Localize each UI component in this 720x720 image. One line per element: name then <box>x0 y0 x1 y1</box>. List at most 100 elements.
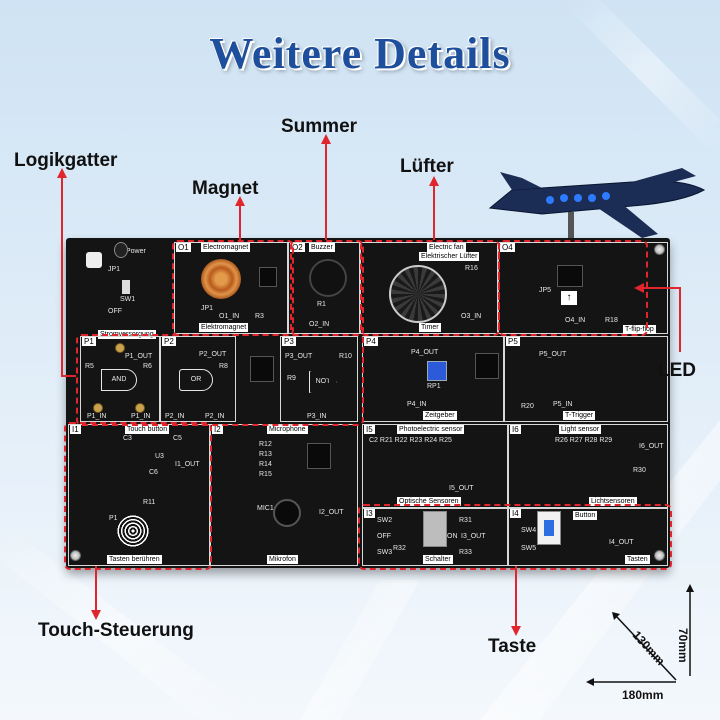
power-switch[interactable] <box>122 280 130 294</box>
callout-logikgatter: Logikgatter <box>14 150 118 171</box>
i6-res: R26 R27 R28 R29 <box>555 437 613 444</box>
or-gate-icon: OR <box>179 369 213 391</box>
callout-luefter: Lüfter <box>400 156 454 177</box>
module-o1-electromagnet: O1 Electromagnet JP1 O1_IN R3 Elektromag… <box>174 242 288 334</box>
i6-id: I6 <box>510 425 521 434</box>
p4-out: P4_OUT <box>411 349 439 356</box>
i3-r33: R33 <box>459 549 472 556</box>
p1-in-2: P1_IN <box>131 413 151 420</box>
i2-r13: R13 <box>259 451 272 458</box>
callout-box-touch <box>64 422 212 570</box>
module-p3-not: P3 P3_OUT R9 R10 NOT P3_IN <box>280 336 358 422</box>
o4-bottom-label: T-flip-flop <box>623 325 656 334</box>
module-o2-buzzer: O2 Buzzer R1 O2_IN <box>288 242 360 334</box>
p2-out: P2_OUT <box>199 351 227 358</box>
p4-chip <box>475 353 499 379</box>
i2-label: Microphone <box>267 425 308 434</box>
p4-id: P4 <box>364 337 378 346</box>
p2-id: P2 <box>162 337 176 346</box>
push-button[interactable] <box>537 511 561 545</box>
o1-id: O1 <box>176 243 191 252</box>
o1-bottom-label: Elektromagnet <box>199 323 249 332</box>
i2-chip <box>307 443 331 469</box>
p1-out: P1_OUT <box>125 353 153 360</box>
i4-sw5: SW5 <box>521 545 537 552</box>
i1-p1: P1 <box>109 515 118 522</box>
arrow-up-icon: ↑ <box>561 291 577 305</box>
microphone-icon <box>273 499 301 527</box>
i1-c5: C5 <box>173 435 182 442</box>
i2-r15: R15 <box>259 471 272 478</box>
i4-out: I4_OUT <box>609 539 634 546</box>
fingerprint-icon[interactable] <box>117 515 149 547</box>
module-p4-timer: P4 P4_OUT RP1 P4_IN Zeitgeber <box>362 336 504 422</box>
p1-out-pad[interactable] <box>115 343 125 353</box>
o3-in: O3_IN <box>461 313 482 320</box>
i2-out: I2_OUT <box>319 509 344 516</box>
i2-r12: R12 <box>259 441 272 448</box>
power-switch-label: SW1 <box>120 296 136 303</box>
i5-bottom-label: Optische Sensoren <box>397 497 461 506</box>
callout-magnet: Magnet <box>192 178 259 199</box>
o1-chip <box>259 267 277 287</box>
i4-label: Button <box>573 511 598 520</box>
o2-r1: R1 <box>317 301 326 308</box>
o1-r3: R3 <box>255 313 264 320</box>
p4-bottom-label: Zeitgeber <box>423 411 457 420</box>
o4-id: O4 <box>500 243 515 252</box>
i1-c6: C6 <box>149 469 158 476</box>
module-i2-mic: I2 Microphone R12 R13 R14 R15 MIC1 I2_OU… <box>210 424 358 566</box>
capacitor <box>114 242 128 258</box>
p3-id: P3 <box>282 337 296 346</box>
o1-in: O1_IN <box>219 313 240 320</box>
coil-icon <box>201 259 241 299</box>
i2-mic-label: MIC1 <box>257 505 274 512</box>
i3-off: OFF <box>377 533 391 540</box>
p2-in-2: P2_IN <box>205 413 225 420</box>
module-i3-switch: I3 SW2 R31 OFF ON I3_OUT R32 SW3 R33 Sch… <box>362 508 508 566</box>
i1-out: I1_OUT <box>175 461 200 468</box>
p1-in-1: P1_IN <box>87 413 107 420</box>
p5-r20: R20 <box>521 403 534 410</box>
p3-r9: R9 <box>287 375 296 382</box>
i6-label: Light sensor <box>559 425 602 434</box>
page-title: Weitere Details <box>209 29 511 78</box>
callout-touch: Touch-Steuerung <box>38 620 194 641</box>
p1-in-pad-2[interactable] <box>135 403 145 413</box>
i1-u3: U3 <box>155 453 164 460</box>
i3-r32: R32 <box>393 545 406 552</box>
p1-id: P1 <box>82 337 96 346</box>
o4-r18: R18 <box>605 317 618 324</box>
p4-rp: RP1 <box>427 383 441 390</box>
module-i5-photo: I5 Photoelectric sensor C2 R21 R22 R23 R… <box>362 424 508 508</box>
i6-bottom-label: Lichtsensoren <box>589 497 637 506</box>
i2-id: I2 <box>212 425 223 434</box>
dimension-width: 180mm <box>622 688 664 702</box>
i4-id: I4 <box>510 509 521 518</box>
slide-switch[interactable] <box>423 511 447 547</box>
i4-bottom-label: Tasten <box>625 555 650 564</box>
o2-in: O2_IN <box>309 321 330 328</box>
i5-out: I5_OUT <box>449 485 474 492</box>
o2-label: Buzzer <box>309 243 335 252</box>
i6-r30: R30 <box>633 467 646 474</box>
gate-ic-chip <box>250 356 274 382</box>
and-gate-icon: AND <box>101 369 137 391</box>
push-button-cap[interactable] <box>544 520 554 536</box>
callout-taste: Taste <box>488 636 537 657</box>
i3-out: I3_OUT <box>461 533 486 540</box>
p1-in-pad-1[interactable] <box>93 403 103 413</box>
power-off-label: OFF <box>108 308 122 315</box>
p3-r10: R10 <box>339 353 352 360</box>
module-p2-or: P2 P2_OUT R8 OR P2_IN P2_IN <box>160 336 236 422</box>
i1-bottom-label: Tasten berühren <box>107 555 162 564</box>
i5-res: C2 R21 R22 R23 R24 R25 <box>369 437 452 444</box>
o4-in: O4_IN <box>565 317 586 324</box>
p1-r6: R6 <box>143 363 152 370</box>
callout-summer: Summer <box>281 116 358 137</box>
o3-label2: Elektrischer Lüfter <box>419 252 480 261</box>
o3-label: Electric fan <box>427 243 466 252</box>
i2-r14: R14 <box>259 461 272 468</box>
callout-led: LED <box>658 360 696 381</box>
